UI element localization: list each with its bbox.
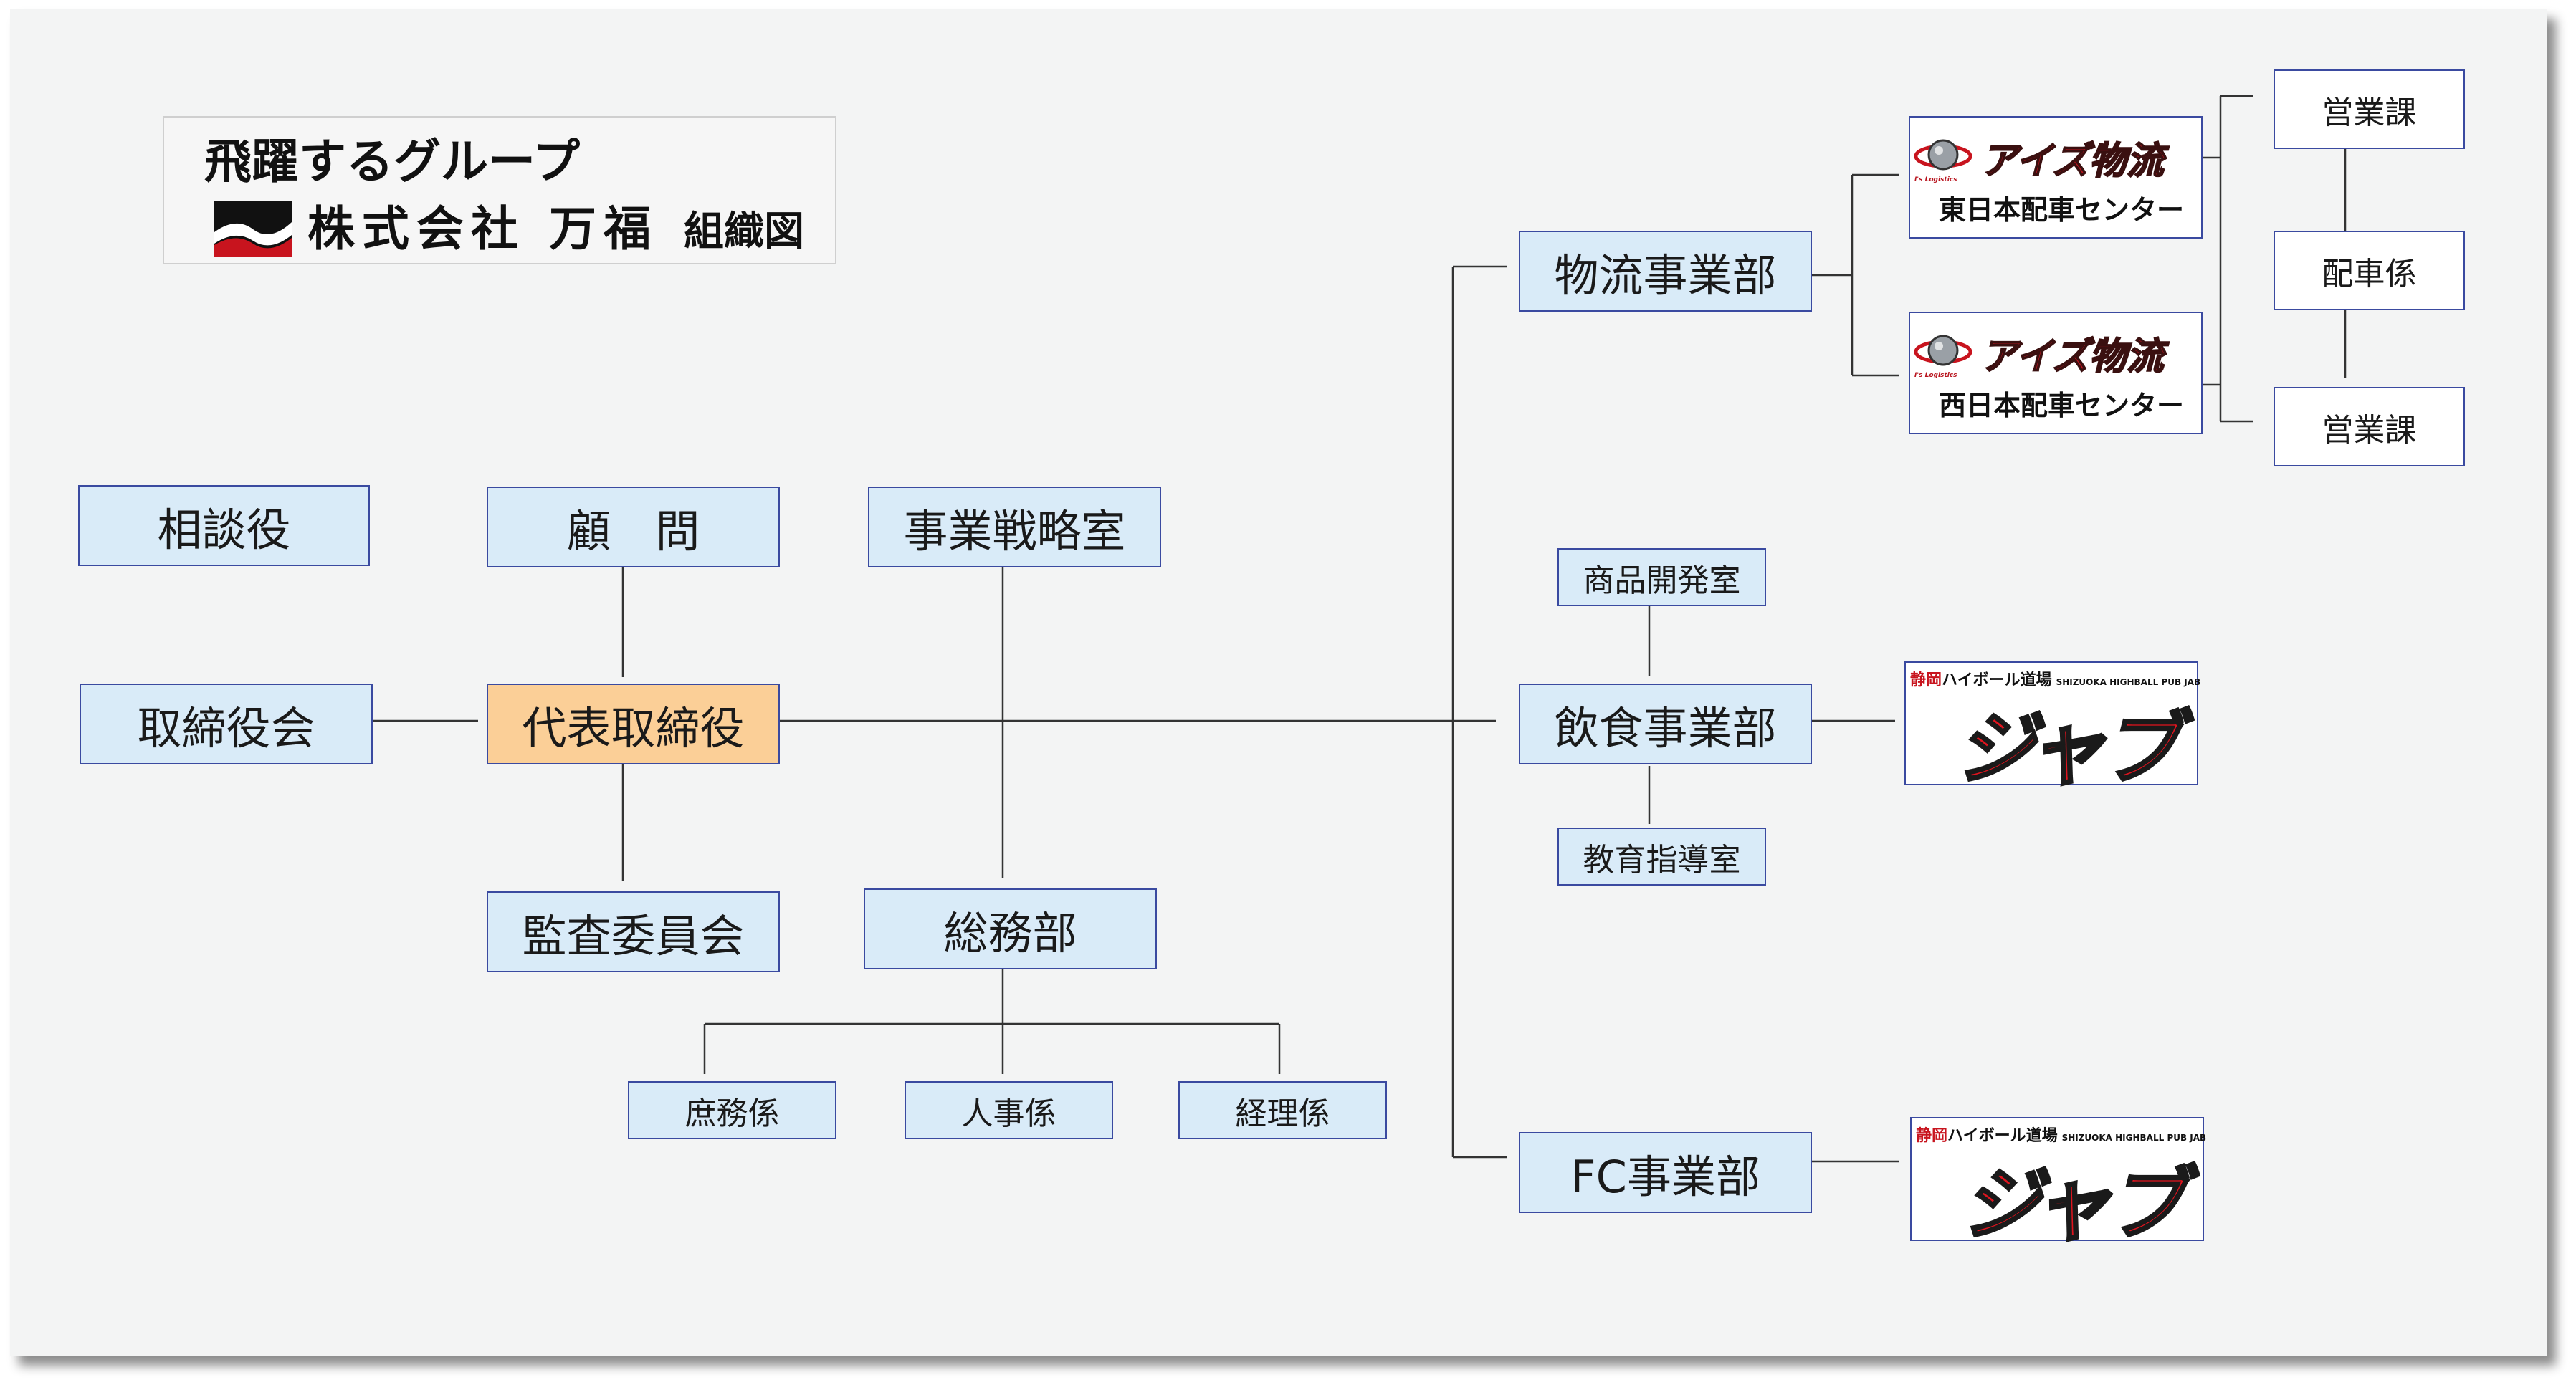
- company-logo-icon: [214, 201, 292, 257]
- node-jigyo-senryaku[interactable]: 事業戦略室: [868, 486, 1161, 567]
- node-jinji[interactable]: 人事係: [905, 1081, 1113, 1139]
- west-center-label: 西日本配車センター: [1939, 390, 2185, 421]
- node-somu[interactable]: 総務部: [864, 888, 1157, 969]
- logistics-brand-sub: I's Logistics: [1914, 176, 1957, 183]
- node-fc[interactable]: FC事業部: [1519, 1132, 1812, 1213]
- logistics-globe-icon: [1914, 335, 1972, 366]
- company-name: 株式会社 万福: [307, 201, 658, 257]
- org-chart-sheet: 飛躍するグループ 株式会社 万福 組織図 相談役 顧 問 事業戦略室 取締役会 …: [10, 9, 2547, 1356]
- title-panel: 飛躍するグループ 株式会社 万福 組織図: [163, 116, 836, 264]
- logistics-brand: アイズ物流: [1980, 139, 2165, 183]
- east-logistics-center-card[interactable]: アイズ物流 I's Logistics 東日本配車センター: [1909, 116, 2203, 239]
- node-inshoku[interactable]: 飲食事業部: [1519, 684, 1812, 764]
- node-shohin[interactable]: 商品開発室: [1557, 548, 1766, 606]
- node-keiri[interactable]: 経理係: [1178, 1081, 1387, 1139]
- logistics-globe-icon: [1914, 139, 1972, 171]
- east-center-label: 東日本配車センター: [1939, 194, 2185, 226]
- node-eigyo-2[interactable]: 営業課: [2274, 387, 2465, 466]
- node-komon[interactable]: 顧 問: [487, 486, 780, 567]
- west-logistics-center-card[interactable]: アイズ物流 I's Logistics 西日本配車センター: [1909, 312, 2203, 434]
- node-kyoiku[interactable]: 教育指導室: [1557, 828, 1766, 886]
- node-butsuryu[interactable]: 物流事業部: [1519, 231, 1812, 312]
- logistics-brand-sub: I's Logistics: [1914, 372, 1957, 379]
- node-kansa[interactable]: 監査委員会: [487, 891, 780, 972]
- node-torishimariyakukai[interactable]: 取締役会: [80, 684, 373, 764]
- node-soudanyaku[interactable]: 相談役: [78, 485, 370, 566]
- node-haisha[interactable]: 配車係: [2274, 231, 2465, 310]
- logistics-brand: アイズ物流: [1980, 335, 2165, 379]
- chart-title: 組織図: [684, 208, 804, 255]
- node-shomu[interactable]: 庶務係: [628, 1081, 836, 1139]
- jab-name: ジャブ: [1955, 701, 2181, 796]
- group-name: 飛躍するグループ: [204, 134, 581, 189]
- jab-name: ジャブ: [1960, 1157, 2187, 1252]
- node-daihyo[interactable]: 代表取締役: [487, 684, 780, 764]
- node-eigyo-1[interactable]: 営業課: [2274, 70, 2465, 149]
